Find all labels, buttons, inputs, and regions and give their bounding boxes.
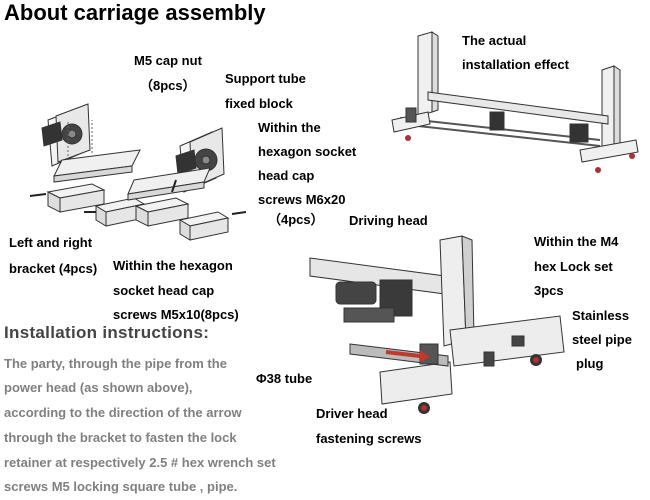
label-fixed-block: fixed block: [225, 96, 293, 111]
label-plug-3: plug: [576, 356, 604, 371]
label-fastening-screws: fastening screws: [316, 431, 422, 446]
label-actual-2: installation effect: [462, 57, 569, 72]
instruction-line: retainer at respectively 2.5 # hex wrenc…: [4, 455, 276, 470]
label-actual-1: The actual: [462, 33, 527, 48]
label-bracket-1: Left and right: [9, 235, 93, 250]
left-bracket-assembly: [41, 103, 141, 183]
label-hex-m5-2: socket head cap: [113, 283, 215, 298]
label-hex-m6-qty: （4pcs）: [268, 212, 324, 227]
label-hex-m6-1: Within the: [258, 120, 321, 135]
direction-arrow: [385, 350, 430, 362]
label-hex-m6-3: head cap: [258, 168, 315, 183]
instruction-line: The party, through the pipe from the: [4, 356, 227, 371]
right-blocks: [134, 179, 247, 241]
label-plug-1: Stainless: [572, 308, 630, 323]
left-blocks: [29, 183, 146, 227]
instruction-line: through the bracket to fasten the lock: [4, 430, 237, 445]
instruction-line: screws M5 locking square tube , pipe.: [4, 479, 238, 494]
label-bracket-2: bracket (4pcs): [9, 261, 98, 276]
label-hex-m6-4: screws M6x20: [258, 192, 346, 207]
label-hex-m5-3: screws M5x10(8pcs): [113, 307, 239, 322]
label-support-tube: Support tube: [225, 71, 306, 86]
label-hex-m6-2: hexagon socket: [258, 144, 357, 159]
label-plug-2: steel pipe: [572, 332, 632, 347]
instruction-line: power head (as shown above),: [4, 380, 193, 395]
label-m5-cap-nut: M5 cap nut: [134, 53, 202, 68]
label-driving-head: Driving head: [349, 213, 428, 228]
label-m5-cap-nut-qty: （8pcs）: [140, 78, 196, 93]
right-bracket-assembly: [127, 127, 225, 201]
label-m4-2: hex Lock set: [534, 259, 613, 274]
label-m4-1: Within the M4: [534, 234, 619, 249]
instructions-heading: Installation instructions:: [4, 323, 210, 342]
label-driver-head: Driver head: [316, 406, 388, 421]
label-tube: Φ38 tube: [256, 371, 313, 386]
label-hex-m5-1: Within the hexagon: [113, 258, 233, 273]
page-title: About carriage assembly: [4, 0, 266, 25]
instruction-line: according to the direction of the arrow: [4, 405, 242, 420]
label-m4-3: 3pcs: [534, 283, 564, 298]
